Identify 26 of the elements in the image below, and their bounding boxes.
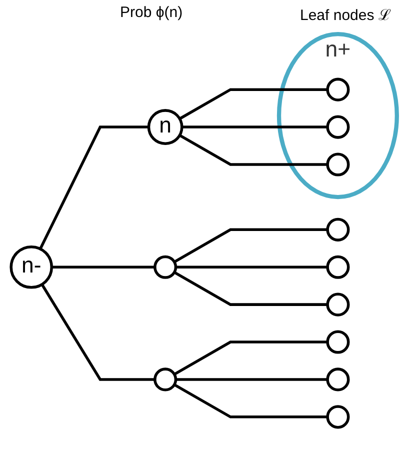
- connector: [174, 340, 328, 376]
- connector: [39, 125, 149, 250]
- connector: [174, 228, 328, 263]
- connector: [176, 378, 328, 381]
- node-circle: [326, 78, 350, 102]
- node-circle: n: [147, 108, 184, 145]
- connector: [179, 88, 328, 120]
- node-circle: [326, 218, 350, 242]
- node-circle: [154, 367, 178, 392]
- node-circle: [326, 115, 350, 139]
- node-circle: [326, 255, 350, 279]
- connector: [174, 383, 328, 418]
- connector: [176, 266, 328, 268]
- connector: [52, 266, 155, 268]
- annotation-text: Prob ϕ(n): [120, 4, 183, 21]
- node-circle: [326, 292, 350, 316]
- connector: [174, 270, 328, 306]
- node-circle: [326, 152, 350, 176]
- connector: [179, 134, 328, 166]
- connector: [40, 283, 155, 381]
- node-circle: [326, 404, 350, 428]
- node-circle: [326, 367, 350, 392]
- connector: [182, 125, 328, 128]
- node-circle: [154, 255, 178, 279]
- node-circle: [326, 330, 350, 354]
- node-circle: n-: [10, 245, 54, 289]
